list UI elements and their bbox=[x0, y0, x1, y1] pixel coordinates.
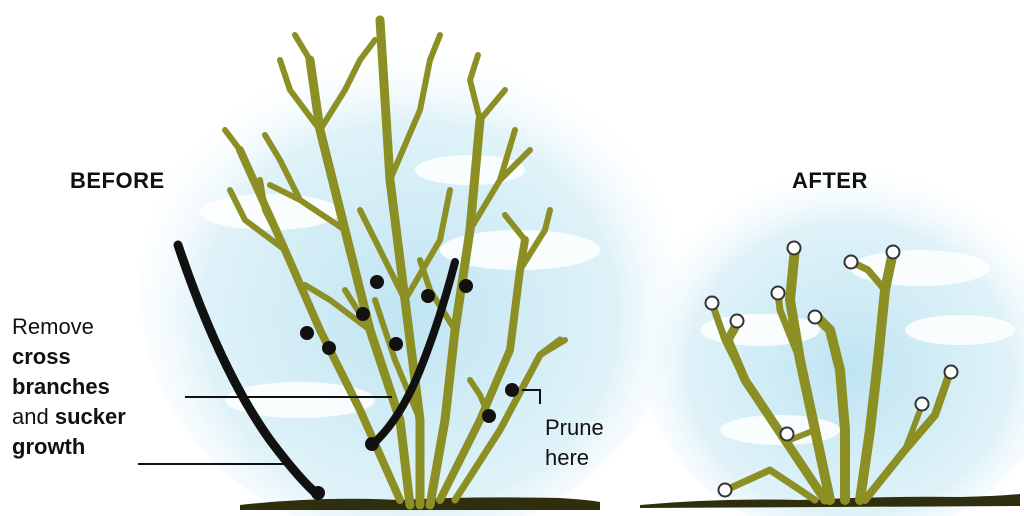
prune-mark bbox=[365, 437, 379, 451]
prune-mark bbox=[311, 486, 325, 500]
prune-mark bbox=[356, 307, 370, 321]
prune-here-note: Prune here bbox=[545, 413, 635, 473]
cut-mark bbox=[916, 398, 929, 411]
prune-mark bbox=[421, 289, 435, 303]
cut-mark bbox=[945, 366, 958, 379]
cut-mark bbox=[809, 311, 822, 324]
remove-note-bold: sucker bbox=[55, 404, 126, 429]
prune-note-line: Prune bbox=[545, 413, 635, 443]
cut-mark bbox=[719, 484, 732, 497]
remove-note-bold: branches bbox=[12, 374, 110, 399]
remove-note-line: and bbox=[12, 404, 55, 429]
prune-mark bbox=[482, 409, 496, 423]
prune-mark bbox=[459, 279, 473, 293]
remove-note-bold: growth bbox=[12, 434, 85, 459]
prune-mark bbox=[370, 275, 384, 289]
remove-note-bold: cross bbox=[12, 344, 71, 369]
after-title: AFTER bbox=[792, 168, 868, 194]
prune-mark bbox=[389, 337, 403, 351]
cut-mark bbox=[887, 246, 900, 259]
before-title: BEFORE bbox=[70, 168, 165, 194]
cut-mark bbox=[781, 428, 794, 441]
cut-mark bbox=[731, 315, 744, 328]
prune-mark bbox=[322, 341, 336, 355]
remove-branches-note: Remove cross branches and sucker growth bbox=[12, 312, 212, 462]
cut-mark bbox=[845, 256, 858, 269]
remove-note-line: Remove bbox=[12, 312, 212, 342]
prune-mark bbox=[300, 326, 314, 340]
prune-mark bbox=[505, 383, 519, 397]
cut-mark bbox=[788, 242, 801, 255]
prune-note-line: here bbox=[545, 443, 635, 473]
cut-mark bbox=[772, 287, 785, 300]
cut-mark bbox=[706, 297, 719, 310]
